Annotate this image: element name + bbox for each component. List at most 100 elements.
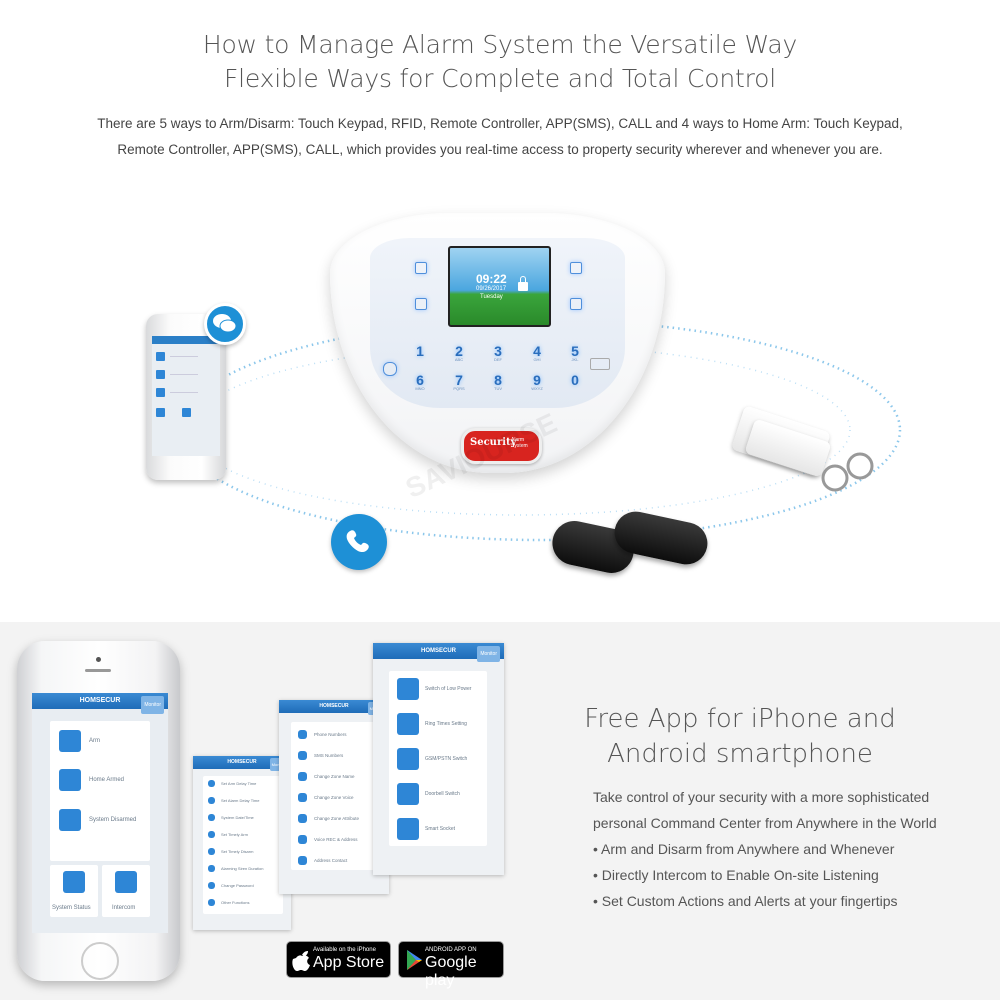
zone-item[interactable]: Address Contact xyxy=(314,858,348,863)
status-icon xyxy=(63,871,85,893)
google-play-badge[interactable]: ANDROID APP ON Google play xyxy=(398,941,504,989)
arm-key-icon[interactable] xyxy=(415,262,427,274)
sos-key-icon[interactable] xyxy=(570,262,582,274)
device-item[interactable]: GSM/PSTN Switch xyxy=(425,756,468,762)
menu-intercom[interactable]: Intercom xyxy=(112,905,136,911)
confirm-key-icon[interactable] xyxy=(570,298,582,310)
settings-icon xyxy=(208,831,215,838)
settings-icon xyxy=(208,814,215,821)
feature-title-line2: Android smartphone xyxy=(607,739,873,769)
settings-list xyxy=(203,776,283,914)
device-item[interactable]: Switch of Low Power xyxy=(425,686,472,692)
settings-icon xyxy=(208,865,215,872)
home-icon[interactable] xyxy=(59,769,81,791)
settings-item[interactable]: Other Functions xyxy=(221,900,250,905)
sms-icon xyxy=(298,751,307,760)
app-bar: HOMSECUR Monitor xyxy=(373,643,504,662)
zone-item[interactable]: Change Zone Attribute xyxy=(314,816,360,821)
intro-text: There are 5 ways to Arm/Disarm: Touch Ke… xyxy=(80,111,920,163)
settings-item[interactable]: Set Alarm Delay Time xyxy=(221,798,260,803)
switch-icon xyxy=(397,748,419,770)
app-screen-zones: HOMSECUR Monitor Phone Numbers SMS Numbe… xyxy=(279,700,389,894)
google-play-icon xyxy=(407,950,422,970)
app-store-small: Available on the iPhone xyxy=(313,947,376,953)
settings-item[interactable]: System Date/Time xyxy=(221,815,254,820)
device-item[interactable]: Smart Socket xyxy=(425,826,456,832)
app-bar-large: HOMSECUR Monitor xyxy=(32,693,168,714)
unlock-icon[interactable] xyxy=(59,809,81,831)
feature-copy: Take control of your security with a mor… xyxy=(593,784,973,914)
app-name: HOMSECUR xyxy=(79,697,121,704)
edit-icon xyxy=(298,772,307,781)
home-icon xyxy=(156,370,165,379)
settings-icon xyxy=(208,848,215,855)
device-item[interactable]: Ring Times Setting xyxy=(425,721,467,727)
smartphone-large-screen: HOMSECUR Monitor Arm Home Armed System D… xyxy=(32,693,168,933)
home-button[interactable] xyxy=(81,942,119,980)
apple-icon xyxy=(292,951,310,971)
smartphone-large: HOMSECUR Monitor Arm Home Armed System D… xyxy=(17,641,180,981)
feature-bullet1: • Arm and Disarm from Anywhere and Whene… xyxy=(593,841,895,857)
screen-time: 09:22 xyxy=(476,272,507,286)
google-play-small: ANDROID APP ON xyxy=(425,947,477,953)
panel-screen: 09:22 09/26/2017 Tuesday xyxy=(448,246,551,327)
monitor-tab[interactable]: Monitor xyxy=(477,646,500,662)
call-bubble xyxy=(331,514,387,570)
app-name: HOMSECUR xyxy=(227,759,257,765)
menu-arm[interactable]: Arm xyxy=(89,738,100,744)
disarm-key-icon[interactable] xyxy=(415,298,427,310)
lock-icon xyxy=(156,352,165,361)
attribute-icon xyxy=(298,814,307,823)
zone-item[interactable]: Voice REC & Address xyxy=(314,837,358,842)
settings-icon xyxy=(208,780,215,787)
menu-system-disarmed[interactable]: System Disarmed xyxy=(89,817,137,823)
settings-item[interactable]: Set Arm Delay Time xyxy=(221,781,257,786)
keypad-key-1[interactable]: 1 xyxy=(416,343,424,359)
google-play-label: Google play xyxy=(425,954,477,989)
menu-line xyxy=(170,356,198,357)
zone-item[interactable]: Change Zone Name xyxy=(314,774,355,779)
earpiece xyxy=(85,669,111,672)
zone-item[interactable]: SMS Numbers xyxy=(314,753,344,758)
monitor-tab[interactable]: Monitor xyxy=(141,696,164,714)
menu-system-status[interactable]: System Status xyxy=(52,905,91,911)
menu-home-armed[interactable]: Home Armed xyxy=(89,777,125,783)
zone-item[interactable]: Change Zone Voice xyxy=(314,795,354,800)
feature-bullet3: • Set Custom Actions and Alerts at your … xyxy=(593,893,898,909)
front-camera xyxy=(96,657,101,662)
badge-main: Security xyxy=(470,437,517,448)
home-arm-key-icon[interactable] xyxy=(383,362,397,376)
app-store-badge[interactable]: Available on the iPhone App Store xyxy=(286,941,391,978)
settings-item[interactable]: Change Password xyxy=(221,883,254,888)
unlock-icon xyxy=(156,388,165,397)
app-name: HOMSECUR xyxy=(319,703,349,709)
intro-line2: Remote Controller, APP(SMS), CALL, which… xyxy=(117,142,883,157)
screen-day: Tuesday xyxy=(480,294,503,300)
app-bar: HOMSECUR Monitor xyxy=(193,756,291,771)
feature-line2: personal Command Center from Anywhere in… xyxy=(593,815,937,831)
settings-item[interactable]: Set Timely Arm xyxy=(221,832,248,837)
app-bar-small xyxy=(152,336,220,344)
rfid-reader-icon xyxy=(590,358,610,370)
keypad-key-0[interactable]: 0 xyxy=(571,372,579,388)
key-rings xyxy=(821,452,874,492)
device-item[interactable]: Doorbell Switch xyxy=(425,791,460,797)
settings-item[interactable]: Alarming Siren Duration xyxy=(221,866,264,871)
smartphone-small-screen xyxy=(152,336,220,456)
feature-title-line1: Free App for iPhone and xyxy=(584,704,896,734)
lock-icon[interactable] xyxy=(59,730,81,752)
zone-item[interactable]: Phone Numbers xyxy=(314,732,347,737)
feature-line1: Take control of your security with a mor… xyxy=(593,789,930,805)
settings-item[interactable]: Set Timely Disarm xyxy=(221,849,254,854)
bell-icon xyxy=(397,783,419,805)
